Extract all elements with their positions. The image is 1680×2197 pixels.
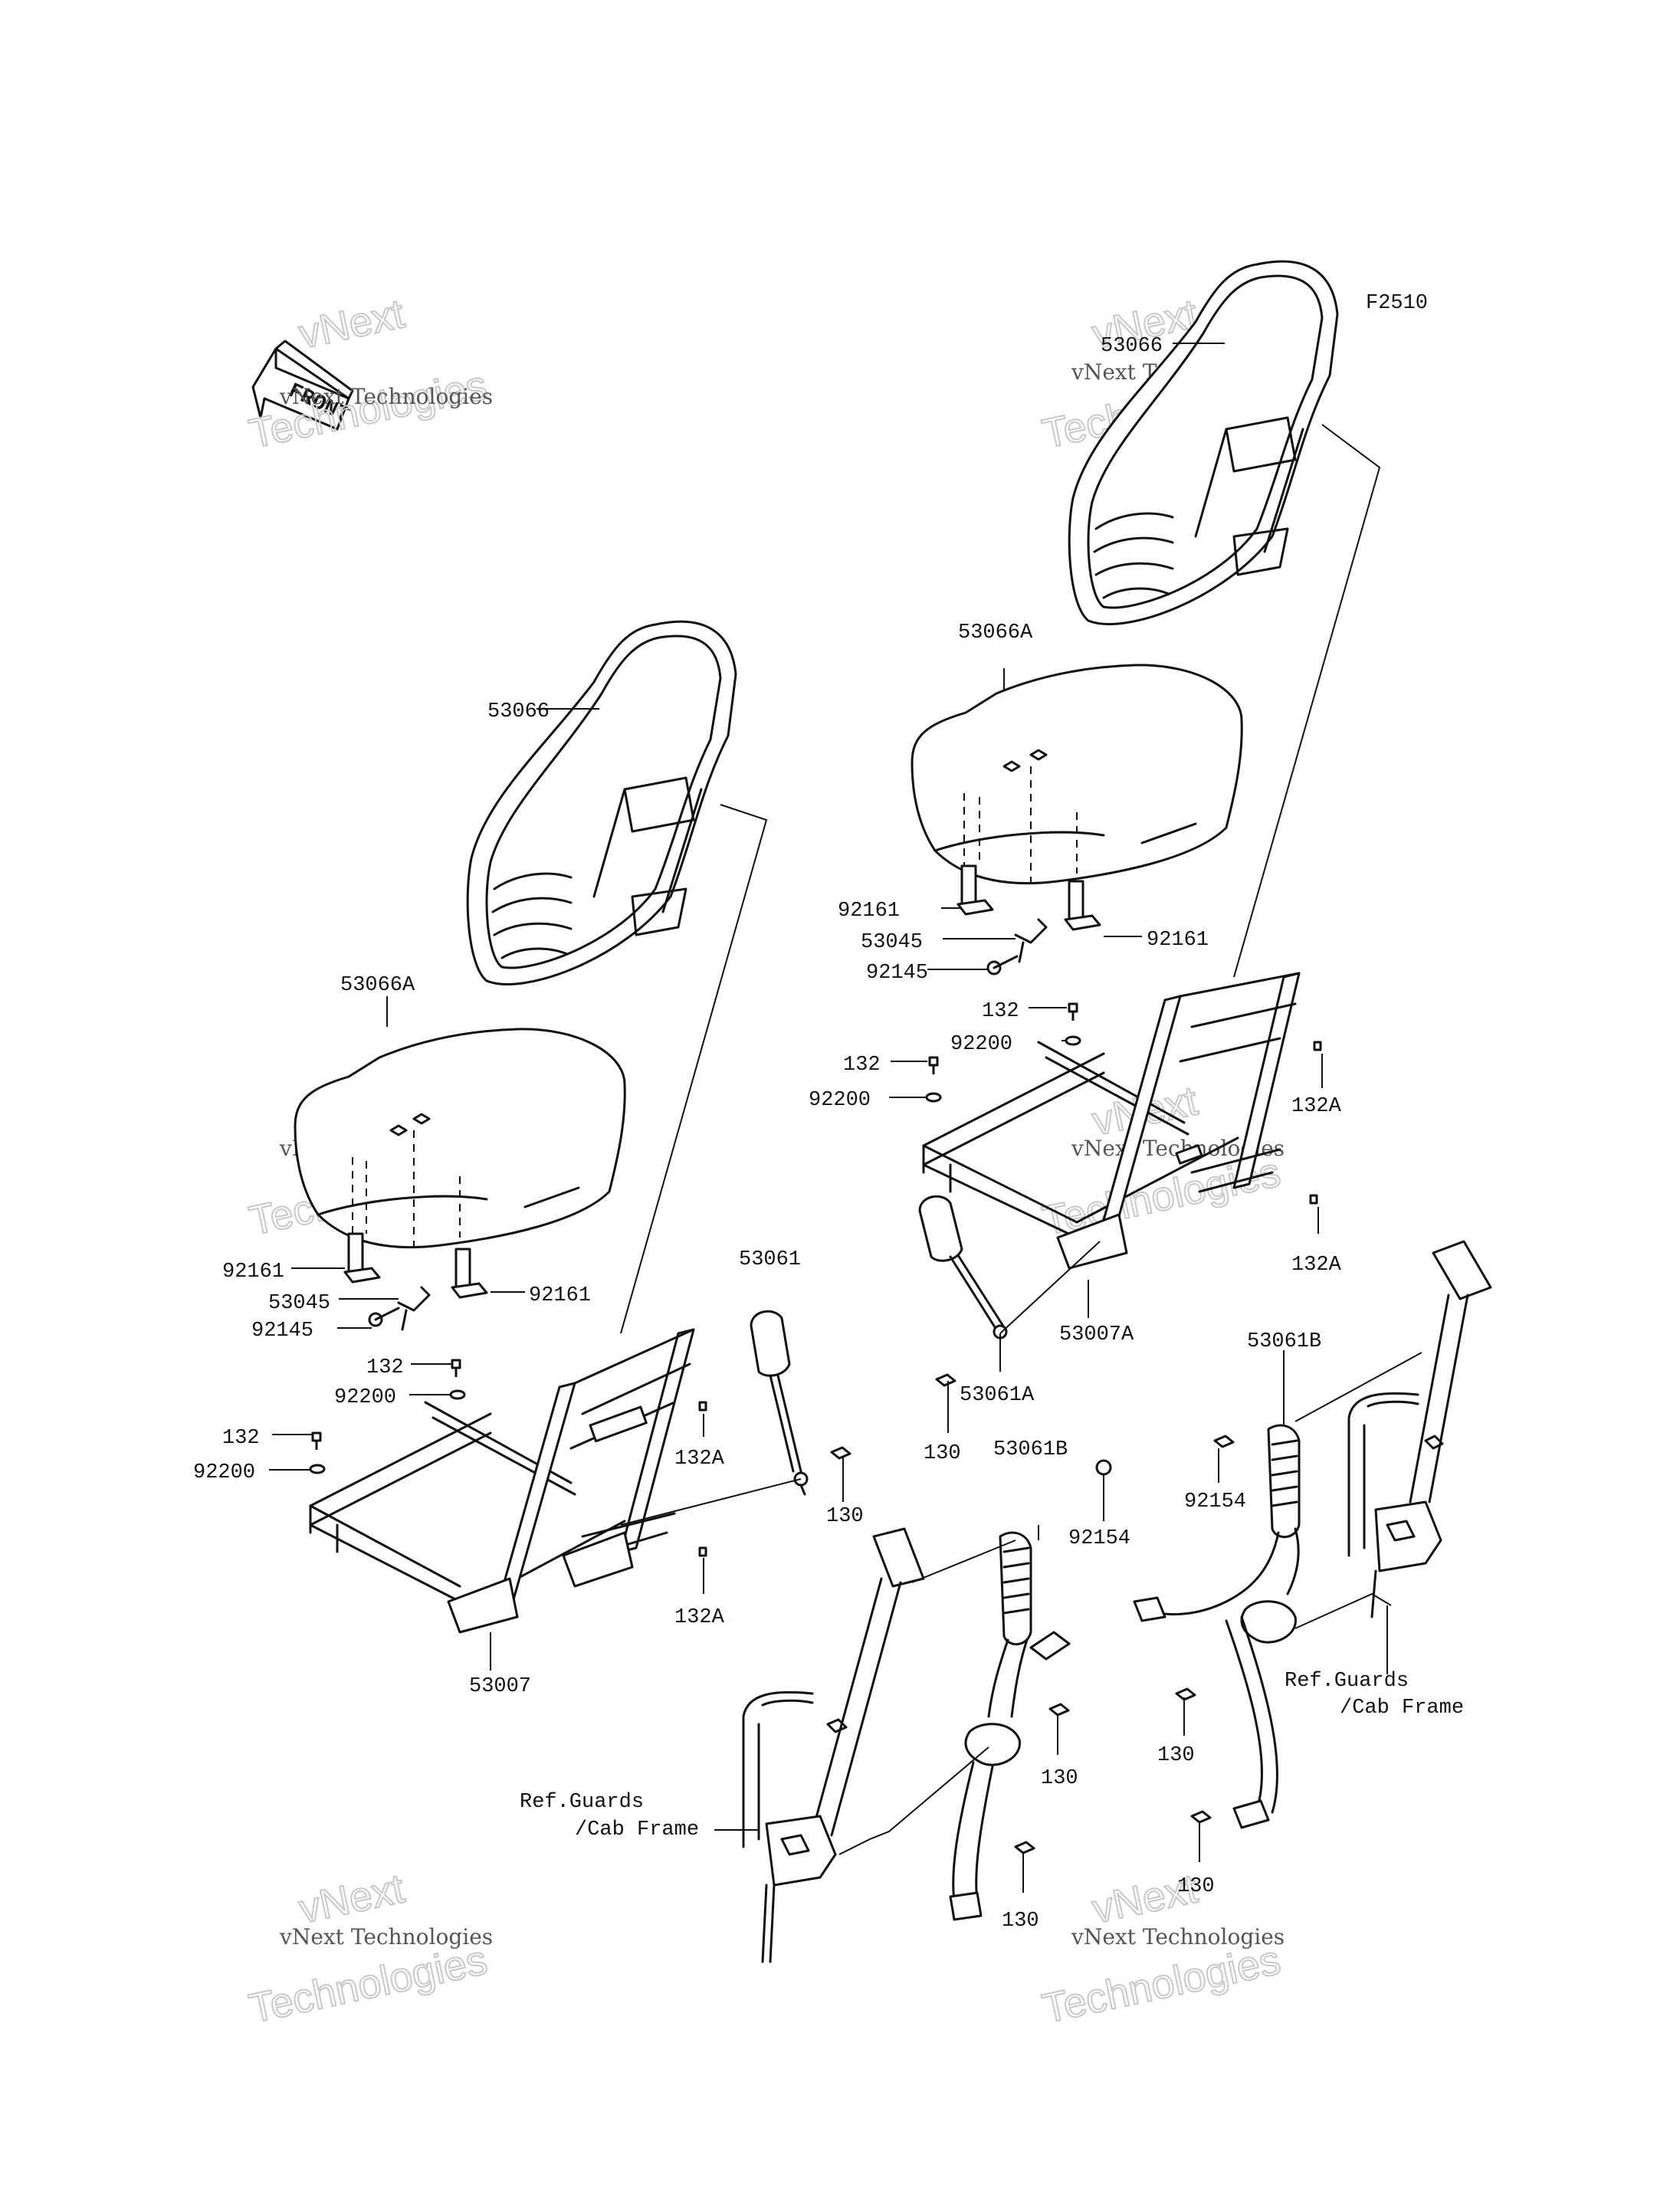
- label-92200-left-1: 92200: [334, 1386, 396, 1409]
- figure-code: F2510: [1366, 292, 1428, 315]
- label-130-right-2: 130: [1157, 1744, 1195, 1767]
- label-92145-left: 92145: [251, 1320, 313, 1343]
- label-92200-right-2: 92200: [809, 1089, 871, 1112]
- buckle-53061: [750, 1310, 809, 1496]
- label-132-right-1: 132: [982, 1000, 1019, 1023]
- label-130-left-2: 130: [1041, 1767, 1078, 1790]
- label-132-left-1: 132: [366, 1356, 404, 1379]
- seat-hardware-left: [343, 1232, 488, 1331]
- seat-frame-left: [309, 1328, 695, 1634]
- labels-left: 53066 53066A 92161 53045 92161 92145 132…: [193, 700, 1130, 1933]
- label-ref-guards-right: Ref.Guards: [1285, 1670, 1409, 1693]
- bolts-130-right-lower: [1175, 1435, 1235, 1824]
- labels-right: 53066 53066A 92161 53045 92161 92145 132…: [809, 335, 1464, 1898]
- label-130-left-3: 130: [1002, 1910, 1039, 1933]
- svg-text:vNext Technologies: vNext Technologies: [279, 1924, 493, 1949]
- label-53066a-right: 53066A: [958, 621, 1033, 644]
- label-53066-right: 53066: [1101, 335, 1163, 358]
- label-53066-left: 53066: [487, 700, 550, 723]
- svg-text:vNext Technologies: vNext Technologies: [1071, 1924, 1285, 1949]
- label-53061b-left: 53061B: [993, 1438, 1068, 1461]
- label-92154-right: 92154: [1184, 1490, 1246, 1513]
- svg-text:vNext Technologies: vNext Technologies: [279, 384, 493, 409]
- label-132-left-2: 132: [222, 1427, 260, 1450]
- buckle-53061a: [918, 1195, 1008, 1340]
- watermark-bottom-right: Technologies vNext vNext Technologies: [1038, 1864, 1285, 2032]
- label-53007a: 53007A: [1059, 1323, 1134, 1346]
- seat-cushion-right: [911, 664, 1243, 889]
- seat-belt-retractor-left: [949, 1531, 1071, 1921]
- label-132a-left-1: 132A: [674, 1448, 725, 1471]
- label-92200-right-1: 92200: [950, 1033, 1012, 1056]
- label-132a-left-2: 132A: [674, 1606, 725, 1629]
- label-130-left-1: 130: [826, 1505, 864, 1528]
- label-ref-guards-left: Ref.Guards: [520, 1791, 644, 1814]
- leader-lines-right: [889, 343, 1422, 1862]
- label-92200-left-2: 92200: [193, 1461, 255, 1484]
- label-130-right-1: 130: [924, 1442, 961, 1465]
- label-132a-right-2: 132A: [1291, 1254, 1342, 1277]
- label-53007: 53007: [469, 1675, 531, 1698]
- guard-frame-left: [742, 1527, 925, 1963]
- label-132a-right-1: 132A: [1291, 1095, 1342, 1118]
- label-53066a-left: 53066A: [340, 974, 415, 997]
- label-53061b-right: 53061B: [1247, 1330, 1321, 1353]
- seat-frame-right: [922, 972, 1301, 1270]
- seat-cushion-left: [294, 1028, 626, 1253]
- svg-text:Technologies: Technologies: [1039, 1937, 1285, 2032]
- label-53045-right: 53045: [861, 931, 923, 954]
- bolt-130-left-a: [830, 1446, 851, 1460]
- label-53061a: 53061A: [960, 1384, 1035, 1407]
- seat-belt-retractor-right: [1133, 1424, 1301, 1829]
- label-92145-right: 92145: [866, 962, 928, 985]
- bolts-left-seat: [309, 1359, 707, 1557]
- bolts-130-left-lower: [1014, 1459, 1112, 1854]
- label-92161-right-2: 92161: [1147, 929, 1209, 952]
- seat-hardware-right: [956, 864, 1101, 976]
- svg-text:vNext: vNext: [295, 1865, 409, 1932]
- watermark-bottom-left: Technologies vNext vNext Technologies: [244, 1864, 493, 2032]
- label-132-right-2: 132: [843, 1054, 881, 1077]
- seat-back-right: [1068, 260, 1339, 625]
- clip-53045-right: [1014, 918, 1048, 963]
- label-92161-left-1: 92161: [222, 1261, 284, 1284]
- label-130-right-3: 130: [1177, 1875, 1215, 1898]
- label-53061: 53061: [739, 1248, 801, 1271]
- label-53045-left: 53045: [268, 1292, 330, 1315]
- label-92161-right-1: 92161: [838, 900, 900, 923]
- label-cab-frame-right: /Cab Frame: [1340, 1697, 1464, 1720]
- guard-frame-right: [1347, 1240, 1492, 1618]
- label-92161-left-2: 92161: [529, 1284, 591, 1307]
- bracket-92161-right-a: [960, 864, 977, 906]
- seat-back-left: [466, 620, 737, 985]
- label-92154-left: 92154: [1068, 1527, 1130, 1550]
- leader-lines-left: [269, 708, 1104, 1893]
- svg-text:vNext: vNext: [295, 290, 409, 357]
- label-cab-frame-left: /Cab Frame: [575, 1818, 699, 1841]
- bolt-130-right-a: [935, 1373, 956, 1387]
- svg-text:Technologies: Technologies: [245, 1937, 491, 2032]
